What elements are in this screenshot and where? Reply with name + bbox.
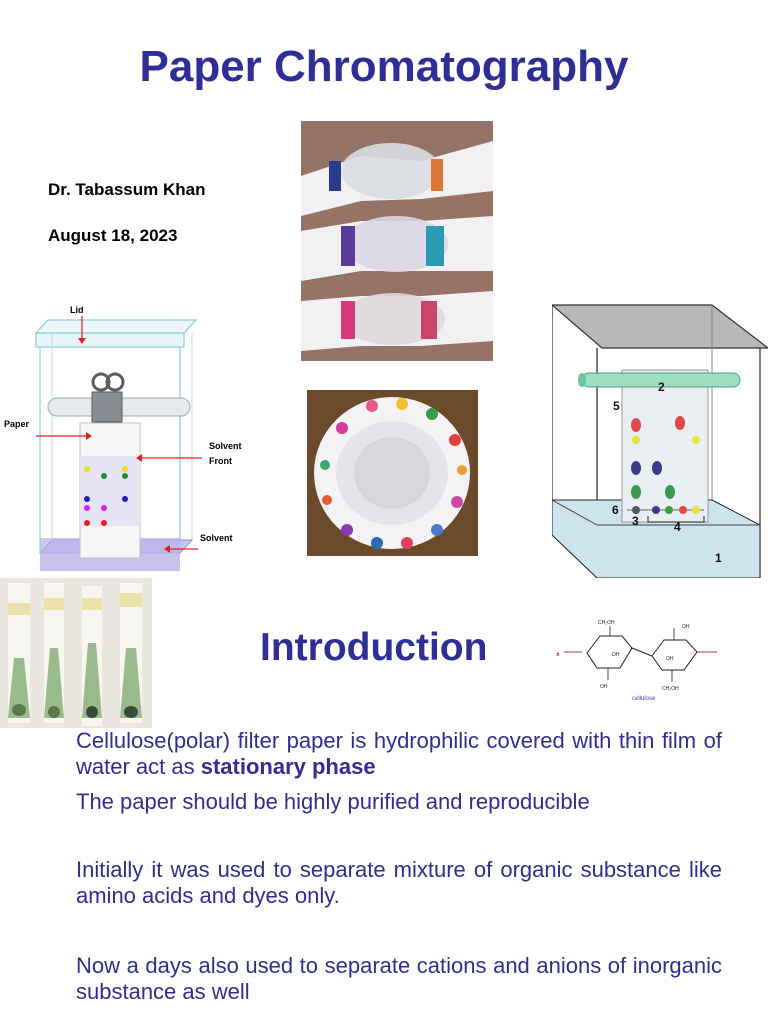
cellulose-structure: ᴥ CH₂OH OH OH OH OH CH₂OH cellulose xyxy=(556,620,717,702)
svg-text:ᴥ: ᴥ xyxy=(556,652,560,658)
svg-text:OH: OH xyxy=(666,656,674,662)
paragraph-purity: The paper should be highly purified and … xyxy=(76,789,590,814)
page-title: Paper Chromatography xyxy=(139,42,629,91)
tank-diagram: Lid Paper Solvent Front Solvent xyxy=(0,298,250,576)
paragraph-initial-use: Initially it was used to separate mixtur… xyxy=(76,857,722,908)
photo-paper-strips xyxy=(301,121,493,361)
label-2: 2 xyxy=(658,380,665,394)
cellulose-label: cellulose xyxy=(632,696,656,702)
label-lid: Lid xyxy=(70,305,84,315)
svg-text:CH₂OH: CH₂OH xyxy=(662,686,679,692)
paragraph-stationary-phase: Cellulose(polar) filter paper is hydroph… xyxy=(76,728,722,780)
label-3: 3 xyxy=(632,514,639,528)
label-solvent-front-line1: Solvent xyxy=(209,441,242,451)
svg-text:CH₂OH: CH₂OH xyxy=(598,620,615,626)
stationary-phase-term: stationary phase xyxy=(200,754,376,779)
svg-text:OH: OH xyxy=(612,652,620,658)
section-heading-introduction: Introduction xyxy=(260,626,488,669)
svg-text:OH: OH xyxy=(600,684,608,690)
label-1: 1 xyxy=(715,551,722,565)
paragraph-stationary-phase-text: Cellulose(polar) filter paper is hydroph… xyxy=(76,728,722,779)
author-name: Dr. Tabassum Khan xyxy=(48,180,206,199)
svg-text:OH: OH xyxy=(682,624,690,630)
label-solvent: Solvent xyxy=(200,533,233,543)
label-paper: Paper xyxy=(4,419,30,429)
label-6: 6 xyxy=(612,503,619,517)
photo-coffee-filter xyxy=(307,390,478,556)
label-4: 4 xyxy=(674,520,681,534)
presentation-date: August 18, 2023 xyxy=(48,226,178,245)
label-solvent-front-line2: Front xyxy=(209,456,232,466)
paragraph-current-use: Now a days also used to separate cations… xyxy=(76,953,722,1004)
label-5: 5 xyxy=(613,399,620,413)
photo-chromatography-strips xyxy=(0,578,152,728)
chamber-diagram: 2 5 6 3 4 1 xyxy=(552,304,768,578)
